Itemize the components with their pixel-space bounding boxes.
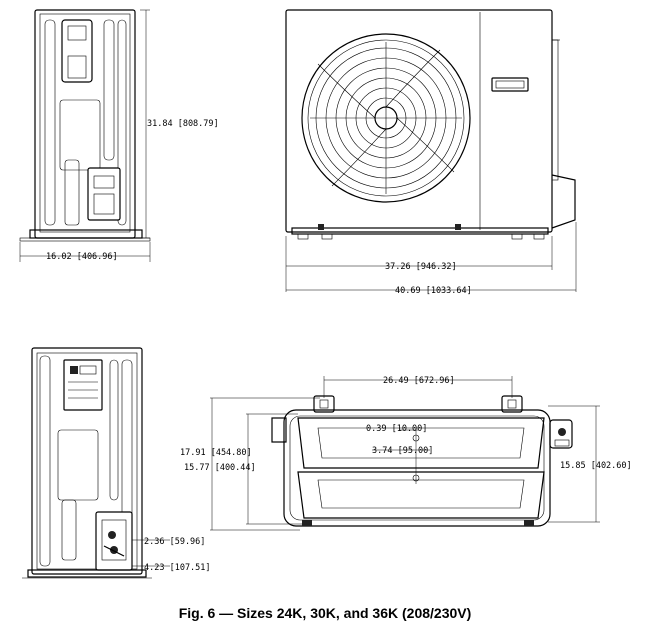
base-depth-feet-dimension: 15.77 [400.44]	[184, 413, 302, 525]
side-width-label: 16.02 [406.96]	[46, 252, 118, 262]
port-lower-label: 4.23 [107.51]	[144, 563, 211, 573]
mount-spacing-label: 26.49 [672.96]	[383, 376, 455, 386]
side-height-label: 31.84 [808.79]	[147, 119, 219, 129]
offset-small-label: 0.39 [10.00]	[366, 424, 427, 434]
base-depth-feet-label: 15.77 [400.44]	[184, 463, 256, 473]
port-lower-dimension: 4.23 [107.51]	[132, 563, 211, 573]
side-view	[19, 9, 151, 242]
base-view	[271, 395, 573, 527]
base-depth-right-label: 15.85 [402.60]	[560, 461, 632, 471]
port-upper-label: 2.36 [59.96]	[144, 537, 205, 547]
offset-small-dimension: 0.39 [10.00]	[366, 424, 427, 434]
mount-spacing-dimension: 26.49 [672.96]	[323, 376, 513, 398]
port-upper-dimension: 2.36 [59.96]	[132, 537, 205, 547]
base-depth-overall-label: 17.91 [454.80]	[180, 448, 252, 458]
base-depth-overall-dimension: 17.91 [454.80]	[180, 397, 320, 531]
offset-center-label: 3.74 [95.00]	[372, 446, 433, 456]
front-body-width-dimension: 37.26 [946.32]	[285, 236, 553, 292]
offset-center-dimension: 3.74 [95.00]	[372, 446, 433, 456]
front-view	[285, 9, 576, 240]
side-height-dimension: 31.84 [808.79]	[140, 9, 219, 239]
rear-view	[22, 347, 152, 579]
figure-caption: Fig. 6 — Sizes 24K, 30K, and 36K (208/23…	[178, 605, 472, 621]
front-overall-width-label: 40.69 [1033.64]	[395, 286, 472, 296]
base-depth-right-dimension: 15.85 [402.60]	[548, 405, 632, 523]
side-width-dimension: 16.02 [406.96]	[19, 242, 151, 262]
front-body-width-label: 37.26 [946.32]	[385, 262, 457, 272]
front-overall-width-dimension: 40.69 [1033.64]	[286, 222, 577, 296]
